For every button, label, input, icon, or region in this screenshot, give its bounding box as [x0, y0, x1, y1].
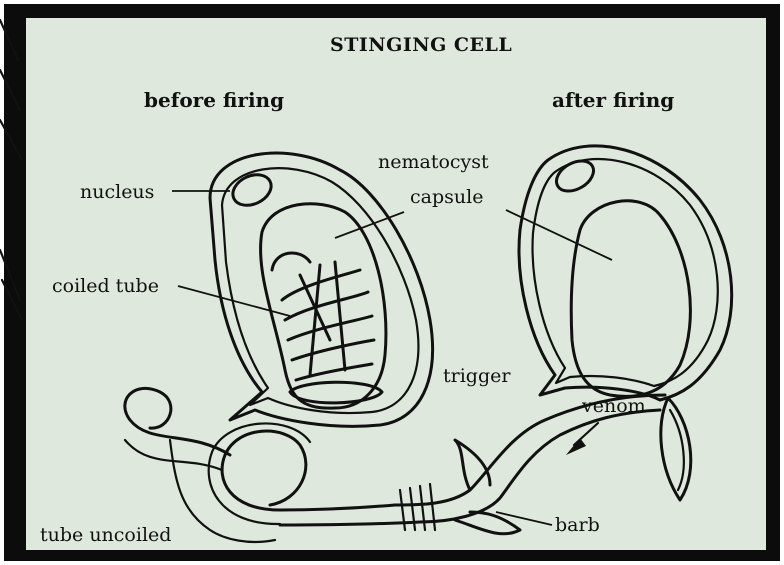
label-nucleus: nucleus	[80, 181, 154, 203]
after-firing-header: after firing	[552, 88, 674, 112]
label-coiled-tube: coiled tube	[52, 275, 159, 297]
label-tube-uncoiled: tube uncoiled	[40, 524, 171, 546]
label-capsule: capsule	[410, 186, 483, 208]
label-trigger: trigger	[443, 365, 511, 387]
label-nematocyst: nematocyst	[378, 151, 489, 173]
label-venom: venom	[581, 395, 646, 417]
before-firing-header: before firing	[144, 88, 284, 112]
diagram-title: STINGING CELL	[330, 34, 512, 56]
label-barb: barb	[555, 514, 600, 536]
